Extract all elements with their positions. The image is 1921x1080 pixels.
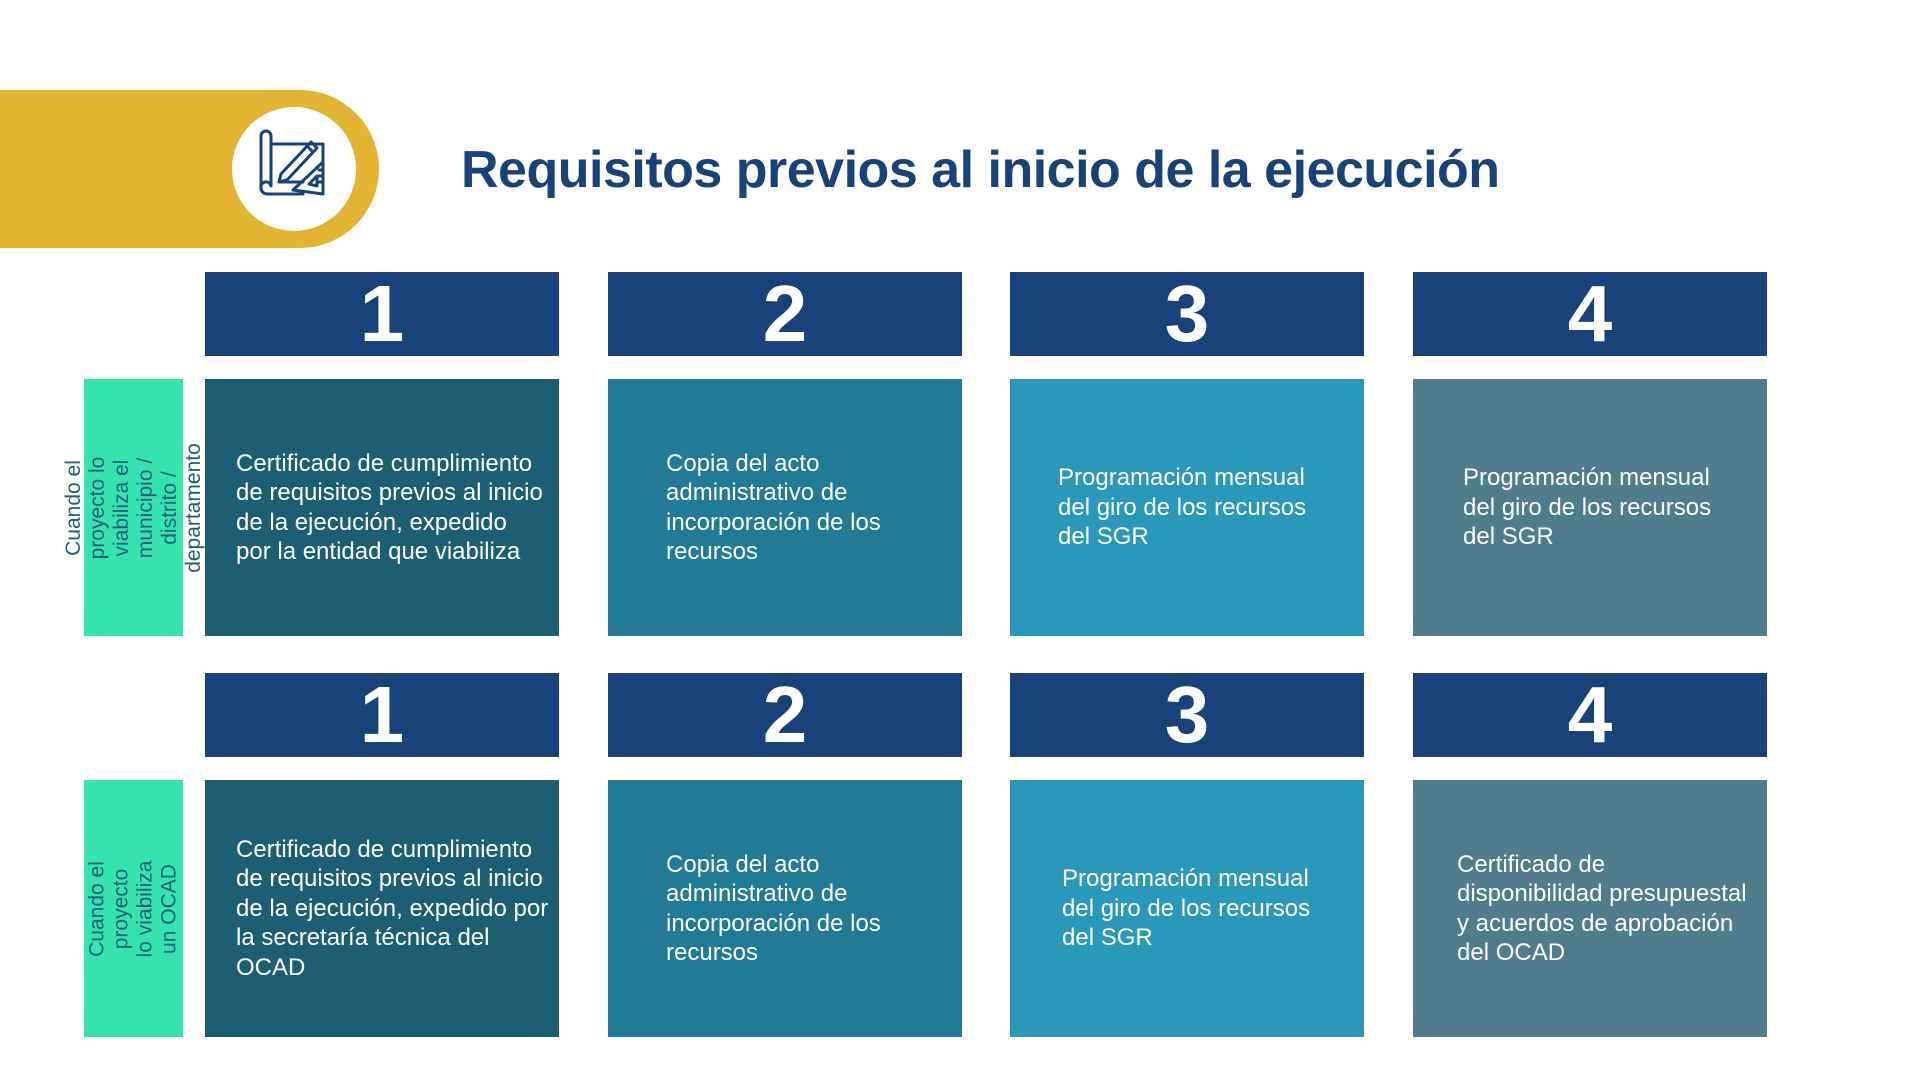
step-text: Copia del acto administrativo de incorpo…	[666, 850, 881, 967]
step-number-1: 1	[205, 272, 559, 356]
step-number-3: 3	[1010, 673, 1364, 757]
step-card-3: Programación mensual del giro de los rec…	[1010, 379, 1364, 636]
step-text: Programación mensual del giro de los rec…	[1058, 464, 1307, 551]
step-text: Copia del acto administrativo de incorpo…	[666, 449, 881, 566]
step-number-2: 2	[608, 272, 962, 356]
step-card-4: Certificado de disponibilidad presupuest…	[1413, 780, 1767, 1037]
step-text: Certificado de cumplimiento de requisito…	[236, 835, 549, 981]
page-title: Requisitos previos al inicio de la ejecu…	[461, 141, 1500, 199]
header-icon-circle	[232, 107, 356, 231]
step-number-4: 4	[1413, 673, 1767, 757]
step-number-3: 3	[1010, 272, 1364, 356]
row-label-ocad: Cuando el proyecto lo viabiliza un OCAD	[84, 780, 183, 1037]
row-label-text: Cuando el proyecto lo viabiliza el munic…	[61, 442, 205, 573]
step-card-4: Programación mensual del giro de los rec…	[1413, 379, 1767, 636]
step-text: Programación mensual del giro de los rec…	[1062, 865, 1311, 952]
step-text: Certificado de disponibilidad presupuest…	[1457, 850, 1760, 967]
step-card-1: Certificado de cumplimiento de requisito…	[205, 780, 559, 1037]
step-number-4: 4	[1413, 272, 1767, 356]
step-card-2: Copia del acto administrativo de incorpo…	[608, 379, 962, 636]
step-card-1: Certificado de cumplimiento de requisito…	[205, 379, 559, 636]
step-card-3: Programación mensual del giro de los rec…	[1010, 780, 1364, 1037]
blueprint-pencil-ruler-icon	[259, 129, 325, 196]
row-label-text: Cuando el proyecto lo viabiliza un OCAD	[85, 860, 181, 957]
step-text: Certificado de cumplimiento de requisito…	[236, 449, 543, 566]
row-label-municipio: Cuando el proyecto lo viabiliza el munic…	[62, 379, 205, 636]
step-text: Programación mensual del giro de los rec…	[1463, 464, 1712, 551]
step-number-1: 1	[205, 673, 559, 757]
step-number-2: 2	[608, 673, 962, 757]
step-card-2: Copia del acto administrativo de incorpo…	[608, 780, 962, 1037]
